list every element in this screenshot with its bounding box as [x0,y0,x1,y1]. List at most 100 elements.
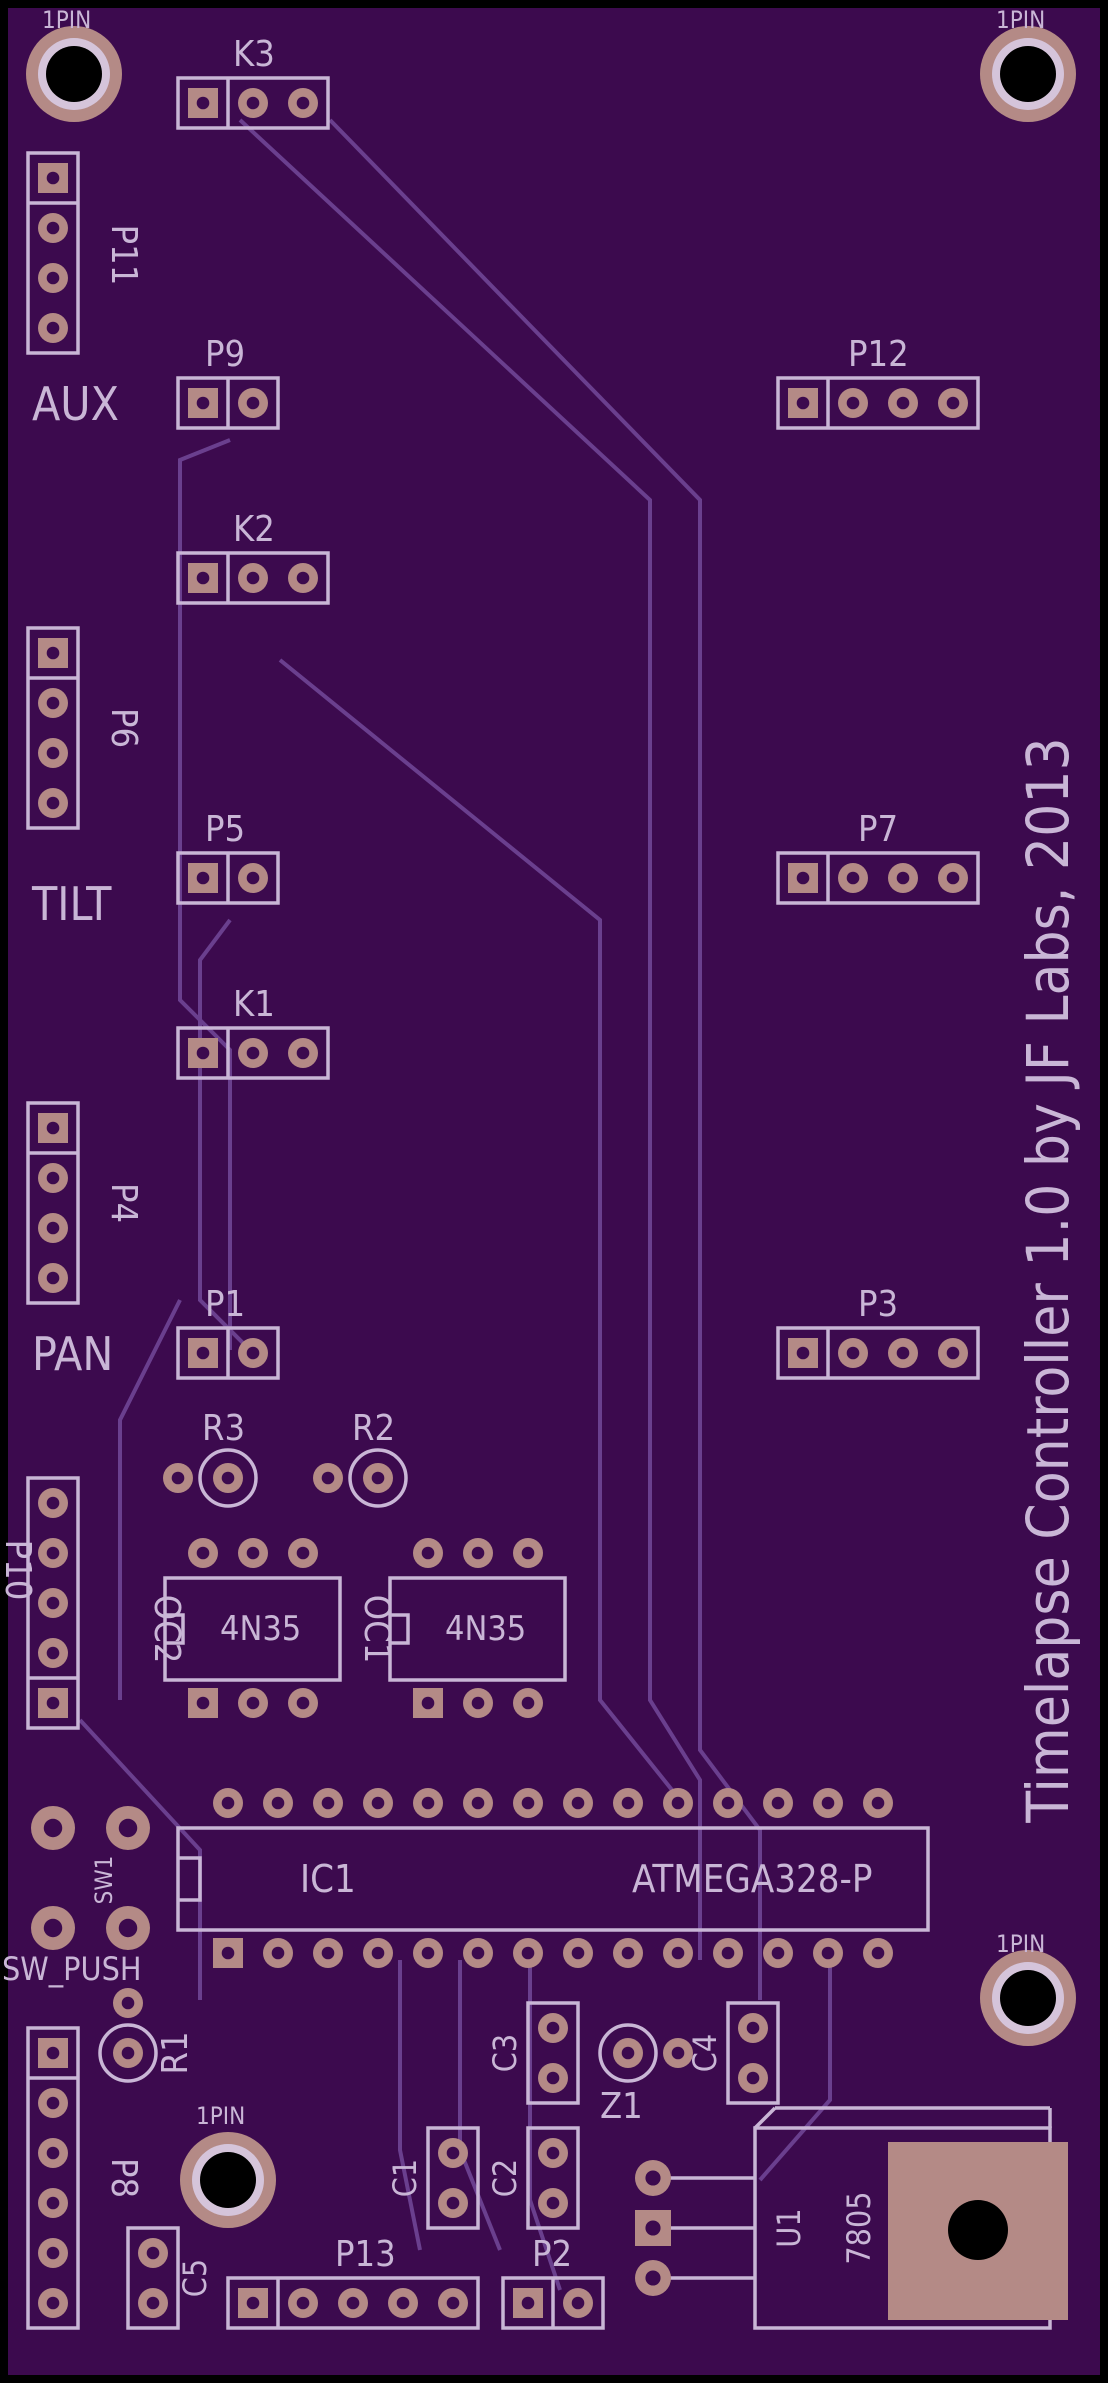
drill-hole [46,2296,60,2310]
drill-hole [446,2196,460,2210]
drill-hole [871,1946,885,1960]
drill-hole [43,1918,63,1938]
drill-hole [121,1996,135,2010]
drill-hole [546,2071,560,2085]
drill-hole [296,96,310,110]
drill-hole [621,1796,635,1810]
component-label: P7 [858,809,898,850]
drill-hole [171,1471,185,1485]
copper-traces [78,118,832,2291]
drill-hole [246,396,260,410]
drill-hole [421,1696,435,1710]
component-label: Z1 [600,2086,643,2127]
header-p7: P7 [776,809,980,905]
drill-hole [146,2296,160,2310]
drill-hole [246,1546,260,1560]
drill-hole [246,871,260,885]
drill-hole [446,2146,460,2160]
component-label: P13 [335,2234,396,2275]
mount-label: 1PIN [42,6,91,34]
header-k1: K1 [176,984,330,1080]
regulator-u1: U1 7805 [655,2106,1068,2330]
drill-hole [121,2046,135,2060]
drill-hole [146,2246,160,2260]
component-label: P11 [103,225,144,286]
drill-hole [296,571,310,585]
drill-hole [46,1646,60,1660]
drill-hole [846,396,860,410]
component-part-label: ATMEGA328-P [632,1857,872,1901]
drill-hole [421,1796,435,1810]
drill-hole [471,1796,485,1810]
drill-hole [196,1546,210,1560]
component-label: R2 [352,1408,395,1449]
drill-hole [46,646,60,660]
component-label: P1 [205,1284,245,1325]
drill-hole [771,1946,785,1960]
component-part-label: 4N35 [445,1609,526,1649]
board-credit-text: Timelapse Controller 1.0 by JF Labs, 201… [1014,737,1082,1823]
drill-hole [421,1946,435,1960]
optocoupler-oc1: 4N35 OC1 [356,1576,567,1682]
drill-hole [46,2196,60,2210]
header-p12: P12 [776,334,980,430]
drill-hole [371,1471,385,1485]
drill-hole [621,1946,635,1960]
drill-hole [521,1946,535,1960]
drill-hole [246,571,260,585]
drill-hole [446,2296,460,2310]
drill-hole [896,396,910,410]
drill-hole [645,2220,661,2236]
drill-hole [196,96,210,110]
drill-hole [896,871,910,885]
drill-hole [871,1796,885,1810]
drill-hole [246,96,260,110]
drill-hole [46,171,60,185]
header-p9: P9 [176,334,280,430]
drill-hole [46,2046,60,2060]
drill-hole [246,1346,260,1360]
component-label: P4 [103,1183,144,1223]
header-p10: P10 [0,1476,80,1730]
drill-hole [471,1546,485,1560]
drill-hole [271,1796,285,1810]
drill-hole [46,696,60,710]
drill-hole [246,2296,260,2310]
drill-hole [946,396,960,410]
drill-hole [396,2296,410,2310]
drill-hole [621,2046,635,2060]
drill-hole [196,1346,210,1360]
drill-hole [746,2021,760,2035]
drill-hole [296,2296,310,2310]
optocoupler-oc2: 4N35 OC2 [146,1576,342,1682]
drill-hole [46,321,60,335]
drill-hole [46,2246,60,2260]
component-label: OC1 [356,1595,397,1664]
drill-hole [571,1946,585,1960]
drill-hole [46,271,60,285]
capacitor-c3: C3 [486,2001,580,2105]
drill-hole [321,1796,335,1810]
drill-hole [118,1818,138,1838]
component-label: C5 [176,2259,214,2297]
drill-hole [946,871,960,885]
drill-hole [321,1946,335,1960]
drill-hole [571,1796,585,1810]
drill-hole [746,2071,760,2085]
component-label: R3 [202,1408,245,1449]
drill-hole [371,1946,385,1960]
drill-hole [796,871,810,885]
drill-hole [521,1546,535,1560]
header-p3: P3 [776,1284,980,1380]
component-label: K2 [233,509,275,550]
drill-hole [221,1796,235,1810]
drill-hole [421,1546,435,1560]
mount-label: 1PIN [996,1930,1045,1958]
header-p8: P8 [26,2026,144,2330]
drill-hole [671,1946,685,1960]
drill-hole [43,1818,63,1838]
component-part-label: SW_PUSH [2,1950,142,1988]
component-label: K1 [233,984,275,1025]
drill-hole [46,1171,60,1185]
